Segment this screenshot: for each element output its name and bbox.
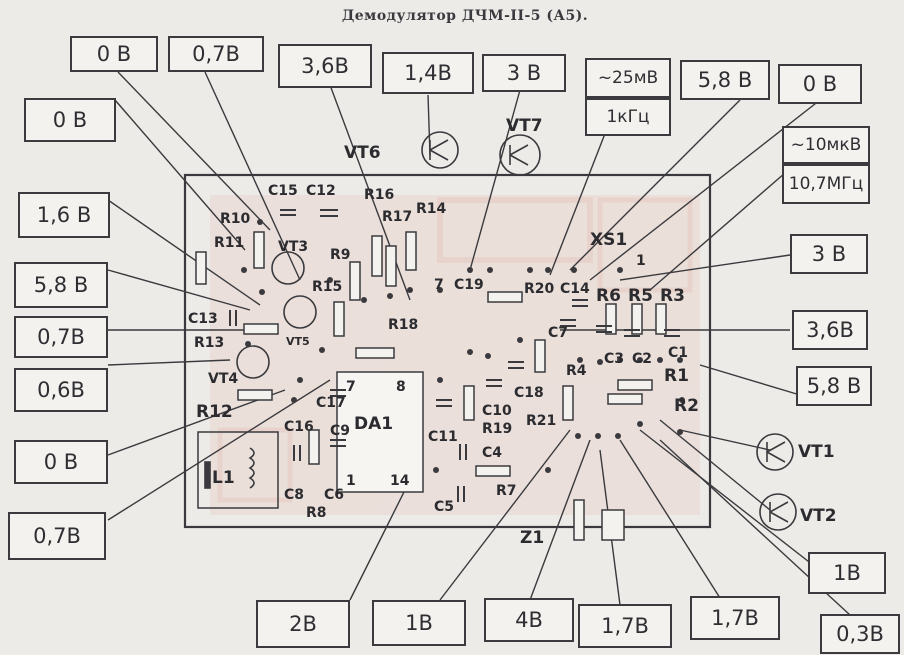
- diagram-title: Демодулятор ДЧМ-II-5 (А5).: [341, 8, 589, 24]
- component-label: R1: [664, 366, 689, 386]
- component-label: C2: [632, 351, 653, 367]
- component-label: R14: [416, 201, 447, 217]
- component-label: C15: [268, 183, 298, 199]
- component-label: C19: [454, 277, 484, 293]
- inductor-l1-symbol: [204, 447, 255, 489]
- component-label: VT4: [208, 371, 239, 387]
- component-label: C6: [324, 487, 345, 503]
- component-label: C4: [482, 445, 503, 461]
- voltage-label: 5,8 В: [14, 262, 108, 308]
- capacitor-marks: [229, 209, 680, 502]
- voltage-label: 0,7В: [14, 316, 108, 358]
- component-label: VT5: [286, 335, 310, 348]
- component-label: C3: [604, 351, 625, 367]
- voltage-label: 0,3В: [820, 614, 900, 654]
- component-label: R9: [330, 247, 351, 263]
- voltage-label: 1,6 В: [18, 192, 110, 238]
- pin-label: 1: [346, 473, 356, 489]
- voltage-label: 2В: [256, 600, 350, 648]
- component-label: C13: [188, 311, 218, 327]
- voltage-label: 5,8 В: [796, 366, 872, 406]
- component-label: R12: [196, 402, 233, 422]
- component-label: C8: [284, 487, 305, 503]
- frequency-label: 10,7МГц: [782, 164, 870, 204]
- voltage-label: 3,6В: [792, 310, 868, 350]
- pin-label: 7: [434, 277, 444, 293]
- voltage-label: 1В: [808, 552, 886, 594]
- voltage-label: 1В: [372, 600, 466, 646]
- component-label: R16: [364, 187, 395, 203]
- voltage-label: 3 В: [482, 54, 566, 92]
- solder-pads: [241, 219, 685, 473]
- voltage-label: 0 В: [24, 98, 116, 142]
- pin-label: 7: [346, 379, 356, 395]
- component-label: C17: [316, 395, 346, 411]
- component-label: VT3: [278, 239, 309, 255]
- component-label: Z1: [520, 528, 545, 548]
- voltage-label: 5,8 В: [680, 60, 770, 100]
- component-label: R8: [306, 505, 327, 521]
- voltage-label: ~25мВ: [585, 58, 671, 98]
- connector-label: XS1: [590, 230, 628, 250]
- component-label: R6: [596, 286, 621, 306]
- component-label: R19: [482, 421, 513, 437]
- component-label: R10: [220, 211, 251, 227]
- component-label: R21: [526, 413, 557, 429]
- component-label: C16: [284, 419, 314, 435]
- component-label: R2: [674, 396, 699, 416]
- pin-label: 8: [396, 379, 406, 395]
- component-label: R17: [382, 209, 413, 225]
- voltage-label: 3 В: [790, 234, 868, 274]
- component-label: R4: [566, 363, 587, 379]
- component-label: R7: [496, 483, 517, 499]
- component-label: L1: [212, 468, 235, 488]
- voltage-label: 0 В: [70, 36, 158, 72]
- component-bodies: [195, 231, 667, 541]
- voltage-label: 0,6В: [14, 368, 108, 412]
- voltage-label: 4В: [484, 598, 574, 642]
- frequency-label: 1кГц: [585, 98, 671, 136]
- voltage-label: 1,7В: [690, 596, 780, 640]
- voltage-label: 0,7В: [8, 512, 106, 560]
- board-pattern: [210, 195, 700, 515]
- chip-label: DA1: [354, 414, 394, 434]
- pcb-outline: [183, 173, 712, 529]
- voltage-label: 1,4В: [382, 52, 474, 94]
- voltage-label: 1,7В: [578, 604, 672, 648]
- component-label: R18: [388, 317, 419, 333]
- voltage-label: 0,7В: [168, 36, 264, 72]
- component-label: C11: [428, 429, 458, 445]
- voltage-label: 0 В: [14, 440, 108, 484]
- voltage-label: 3,6В: [278, 44, 372, 88]
- component-label: C12: [306, 183, 336, 199]
- component-label: VT2: [800, 506, 837, 526]
- voltage-label: 0 В: [778, 64, 862, 104]
- component-label: VT6: [344, 143, 381, 163]
- component-label: VT1: [798, 442, 835, 462]
- component-label: C18: [514, 385, 544, 401]
- component-label: C14: [560, 281, 590, 297]
- component-label: C5: [434, 499, 455, 515]
- component-label: C7: [548, 325, 569, 341]
- component-label: C9: [330, 423, 351, 439]
- pin-label: 14: [390, 473, 410, 489]
- component-label: R15: [312, 279, 343, 295]
- component-label: R5: [628, 286, 653, 306]
- component-label: R3: [660, 286, 685, 306]
- component-label: C10: [482, 403, 512, 419]
- component-label: VT7: [506, 116, 543, 136]
- pin-label: 1: [636, 253, 646, 269]
- component-label: R20: [524, 281, 555, 297]
- voltage-label: ~10мкВ: [782, 126, 870, 164]
- transistor-symbols: [236, 131, 797, 531]
- component-label: C1: [668, 345, 689, 361]
- component-label: R11: [214, 235, 245, 251]
- component-label: R13: [194, 335, 225, 351]
